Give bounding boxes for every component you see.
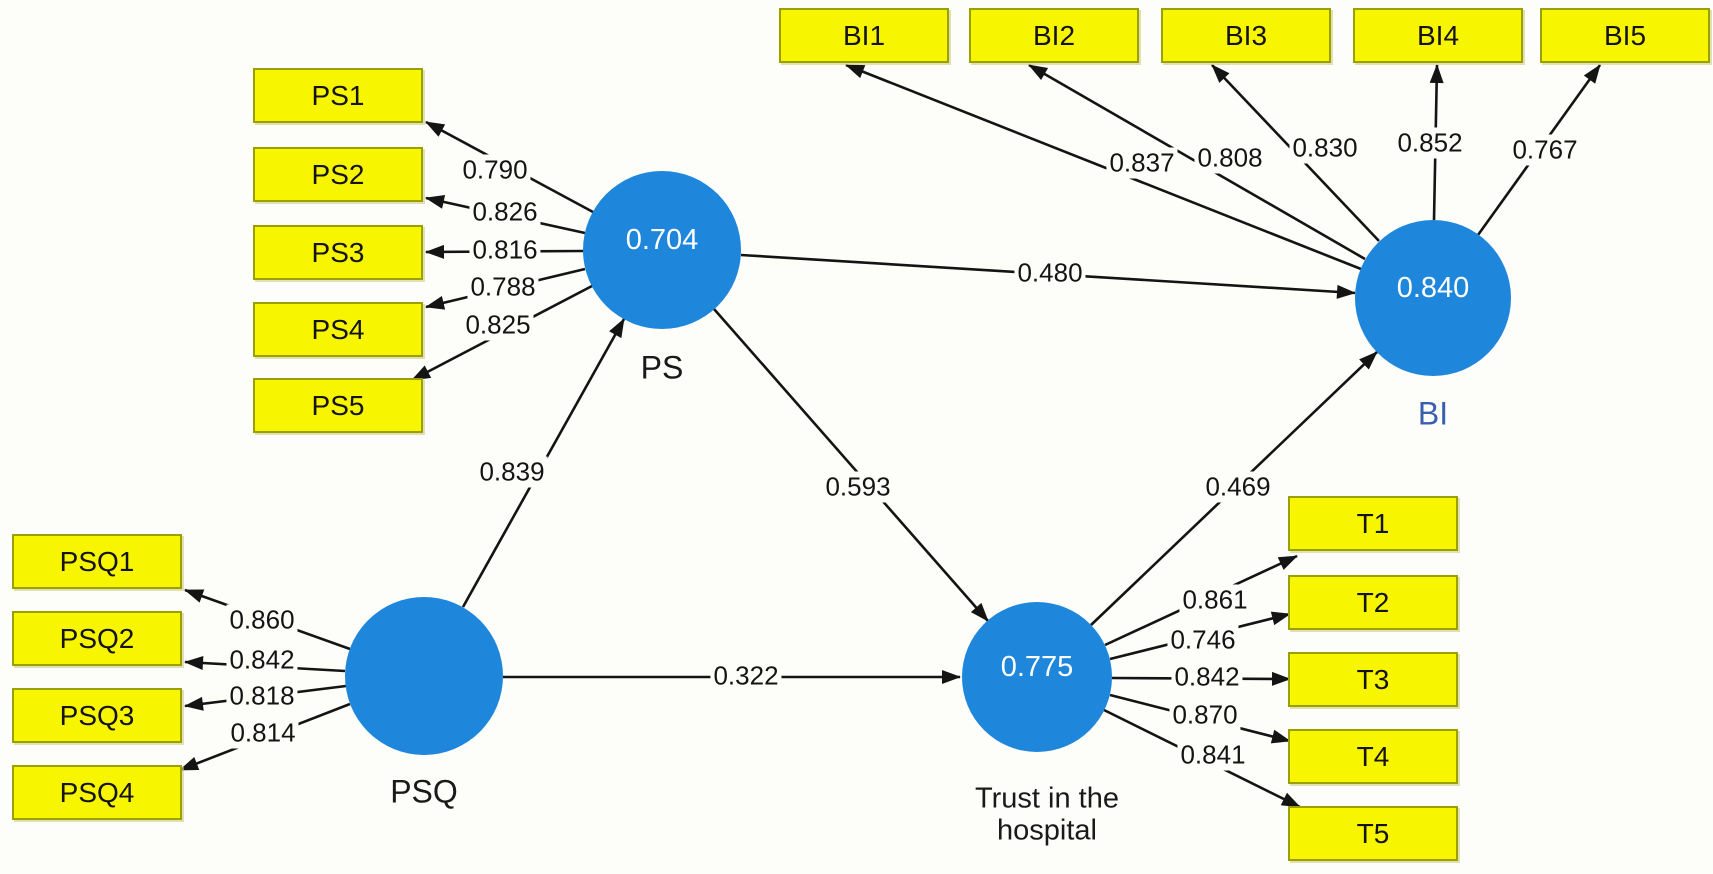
loading-ps1: 0.790 — [459, 154, 531, 186]
arrow-ps-to-trust — [713, 308, 989, 622]
loading-psq2: 0.842 — [226, 644, 298, 676]
latent-circle-bi: 0.840 — [1355, 220, 1511, 376]
loading-ps4: 0.788 — [467, 271, 539, 303]
ps-name-label: PS — [640, 349, 684, 386]
loading-t3: 0.842 — [1171, 661, 1243, 693]
ps-r2-value: 0.704 — [625, 223, 699, 256]
bi-r2-value: 0.840 — [1396, 271, 1470, 304]
path-coef-ps-trust: 0.593 — [822, 471, 894, 503]
indicator-box-bi4: BI4 — [1353, 8, 1523, 63]
trust-name-label-line1: Trust in the — [975, 782, 1119, 815]
loading-bi4: 0.852 — [1394, 127, 1466, 159]
loading-bi1: 0.837 — [1106, 147, 1178, 179]
trust-name-label-line2: hospital — [997, 814, 1097, 847]
loading-ps2: 0.826 — [469, 196, 541, 228]
path-coef-psq-ps: 0.839 — [476, 456, 548, 488]
loading-ps5: 0.825 — [462, 309, 534, 341]
loading-bi3: 0.830 — [1289, 132, 1361, 164]
path-coef-ps-bi: 0.480 — [1014, 257, 1086, 289]
indicator-box-bi3: BI3 — [1161, 8, 1331, 63]
loading-ps3: 0.816 — [469, 234, 541, 266]
latent-circle-trust: 0.775 — [962, 602, 1112, 752]
loading-psq1: 0.860 — [226, 604, 298, 636]
trust-r2-value: 0.775 — [1000, 650, 1074, 683]
indicator-box-bi5: BI5 — [1540, 8, 1710, 63]
arrow-bi-bi1 — [845, 63, 1362, 271]
loading-psq3: 0.818 — [226, 680, 298, 712]
latent-circle-ps: 0.704 — [583, 171, 741, 329]
bi-name-label: BI — [1417, 395, 1449, 432]
latent-circle-psq — [345, 597, 503, 755]
psq-name-label: PSQ — [390, 773, 458, 810]
path-coef-trust-bi: 0.469 — [1202, 471, 1274, 503]
loading-bi5: 0.767 — [1509, 134, 1581, 166]
indicator-box-bi2: BI2 — [969, 8, 1139, 63]
indicator-box-t2: T2 — [1288, 575, 1458, 630]
indicator-box-t1: T1 — [1288, 496, 1458, 551]
indicator-box-ps5: PS5 — [253, 378, 423, 433]
indicator-box-psq3: PSQ3 — [12, 688, 182, 743]
loading-t1: 0.861 — [1179, 584, 1251, 616]
loading-t2: 0.746 — [1167, 624, 1239, 656]
indicator-box-psq4: PSQ4 — [12, 765, 182, 820]
indicator-box-ps2: PS2 — [253, 147, 423, 202]
loading-psq4: 0.814 — [227, 717, 299, 749]
indicator-box-t4: T4 — [1288, 729, 1458, 784]
indicator-box-ps1: PS1 — [253, 68, 423, 123]
indicator-box-bi1: BI1 — [779, 8, 949, 63]
indicator-box-t3: T3 — [1288, 652, 1458, 707]
indicator-box-psq1: PSQ1 — [12, 534, 182, 589]
loading-bi2: 0.808 — [1194, 142, 1266, 174]
indicator-box-psq2: PSQ2 — [12, 611, 182, 666]
path-coef-psq-trust: 0.322 — [710, 660, 782, 692]
indicator-box-ps4: PS4 — [253, 302, 423, 357]
loading-t5: 0.841 — [1177, 739, 1249, 771]
loading-t4: 0.870 — [1169, 699, 1241, 731]
indicator-box-t5: T5 — [1288, 806, 1458, 861]
indicator-box-ps3: PS3 — [253, 225, 423, 280]
